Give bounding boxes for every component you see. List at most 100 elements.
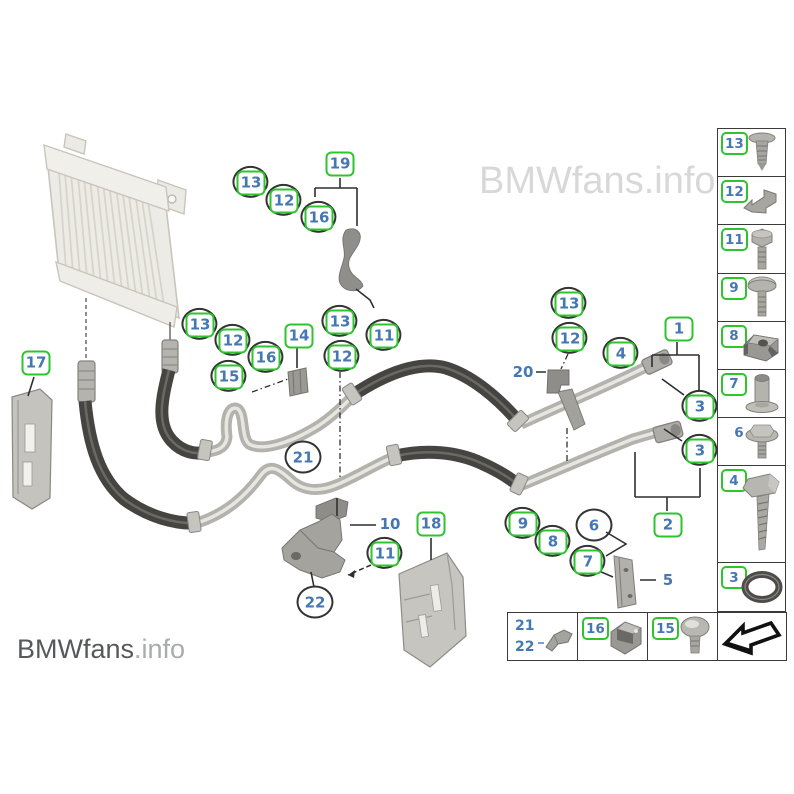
callout-13[interactable]: 13 [320,304,357,337]
callout-label: 11 [370,541,400,567]
heat-shield-18-part [398,552,467,668]
callout-label: 5 [662,571,674,589]
hose-fittings-top [77,298,179,403]
part-thumbnail-sidebar: 13 12 11 9 [717,128,786,612]
part-number-badge[interactable]: 9 [721,276,747,300]
callout-ring [264,183,301,216]
sidebar-part-9[interactable]: 9 [718,274,785,322]
table-part-16[interactable]: 16 [578,613,648,660]
part-number-badge[interactable]: 4 [721,469,747,493]
part-number-badge[interactable]: 7 [721,372,747,396]
part-thumbnail-table: 21 22 16 15 [507,612,787,661]
part-number-badge[interactable]: 12 [721,180,748,204]
callout-ring [231,165,268,198]
callout-label: 7 [573,549,603,575]
callout-12[interactable]: 12 [322,339,359,372]
washer-screw-icon [747,276,777,316]
callout-11[interactable]: 11 [364,318,401,351]
callout-15[interactable]: 15 [209,359,246,392]
clip-icon [743,189,777,214]
sidebar-part-7[interactable]: 7 [718,370,785,419]
back-arrow-icon [721,620,782,656]
callout-13[interactable]: 13 [549,286,586,319]
part-number-badge[interactable]: 15 [652,617,679,640]
callout-4[interactable]: 4 [601,336,638,369]
sidebar-part-3[interactable]: 3 [718,563,785,611]
callout-label: 12 [218,328,248,354]
table-nav-back[interactable] [718,613,788,660]
sleeve-icon [745,374,779,413]
callout-2[interactable]: 2 [653,512,683,538]
small-bracket-icon [538,629,573,652]
callout-22: 22 [296,585,334,619]
callout-12[interactable]: 12 [264,183,301,216]
callout-19[interactable]: 19 [325,151,355,177]
rivet-icon [748,132,776,171]
callout-label: 3 [685,438,715,464]
callout-16[interactable]: 16 [246,340,283,373]
table-part-15[interactable]: 15 [648,613,718,660]
oil-cooler-radiator [43,133,187,328]
callout-ring [549,286,586,319]
table-part-21-22: 21 22 [508,613,578,660]
callout-12[interactable]: 12 [550,321,587,354]
logo-brand: BMWfans [17,634,135,664]
callout-18[interactable]: 18 [416,511,446,537]
sidebar-part-12[interactable]: 12 [718,177,785,226]
bracket-17-part [11,388,53,510]
sidebar-part-4[interactable]: 4 [718,466,785,564]
sidebar-part-11[interactable]: 11 [718,225,785,274]
callout-1[interactable]: 1 [664,316,694,342]
callout-label: 8 [538,529,568,555]
callout-20: 20 [513,363,534,381]
o-ring-icon [741,571,783,604]
callout-label: 3 [685,394,715,420]
part-number-badge[interactable]: 11 [721,228,748,252]
callout-13[interactable]: 13 [231,165,268,198]
callout-ring [320,304,357,337]
callout-label: 16 [304,205,334,231]
sidebar-part-6: 6 [718,418,785,467]
flange-bolt-icon [745,424,779,459]
callout-label: 22 [296,585,334,619]
callout-11[interactable]: 11 [365,536,402,569]
sidebar-part-13[interactable]: 13 [718,129,785,178]
callout-6: 6 [575,508,613,542]
callout-7[interactable]: 7 [568,544,605,577]
callout-3[interactable]: 3 [680,433,717,466]
part-number-label: 22 [515,639,535,655]
callout-8[interactable]: 8 [533,524,570,557]
callout-14[interactable]: 14 [284,323,314,349]
part-number-badge[interactable]: 13 [721,132,748,155]
callout-label: 21 [284,440,322,474]
callout-label: 19 [325,151,355,177]
hex-bolt-icon [751,228,773,270]
callout-ring [180,307,217,340]
watermark-top: BMWfans.info [479,160,716,202]
part-number-badge[interactable]: 8 [721,324,747,348]
callout-17[interactable]: 17 [21,350,51,376]
cage-nut-icon [743,334,779,362]
site-logo[interactable]: BMWfans.info [17,634,185,665]
callout-5: 5 [663,571,673,589]
callout-3[interactable]: 3 [680,389,717,422]
callout-ring [550,321,587,354]
callout-label: 12 [327,344,357,370]
callout-12[interactable]: 12 [213,323,250,356]
part-number-label: 21 [515,618,535,634]
logo-suffix: .info [134,634,186,664]
sidebar-part-8[interactable]: 8 [718,322,785,370]
callout-label: 20 [512,363,534,381]
callout-13[interactable]: 13 [180,307,217,340]
callout-label: 2 [653,512,683,538]
callout-16[interactable]: 16 [299,200,336,233]
bracket-19-part [338,228,364,292]
callout-label: 1 [664,316,694,342]
callout-label: 12 [555,326,585,352]
long-bolt-icon [742,473,780,551]
part-number-badge[interactable]: 16 [582,617,609,640]
round-screw-icon [680,616,710,654]
callout-9[interactable]: 9 [503,506,540,539]
callout-label: 9 [508,511,538,537]
